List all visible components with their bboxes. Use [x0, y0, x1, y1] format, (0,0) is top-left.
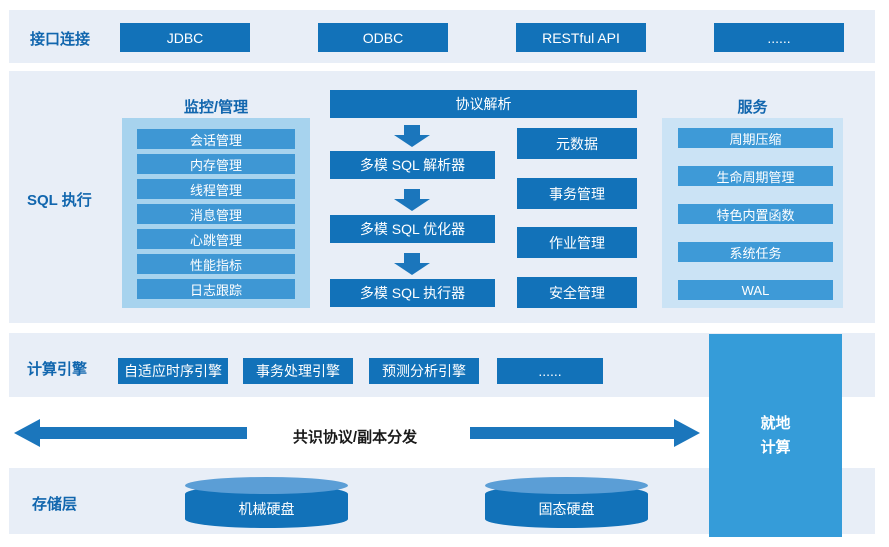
- inplace-computing-box: 就地 计算: [709, 334, 842, 537]
- protocol-parse-header: 协议解析: [330, 90, 637, 118]
- monitoring-item-performance: 性能指标: [137, 254, 295, 274]
- engine-more-box: ......: [497, 358, 603, 384]
- interconnect-box-more: ......: [714, 23, 844, 52]
- services-item-wal: WAL: [678, 280, 833, 300]
- sql-parser-box: 多模 SQL 解析器: [330, 151, 495, 179]
- monitoring-item-message: 消息管理: [137, 204, 295, 224]
- hdd-label: 机械硬盘: [238, 501, 295, 517]
- monitoring-panel: 会话管理 内存管理 线程管理 消息管理 心跳管理 性能指标 日志跟踪: [122, 118, 310, 308]
- engine-timeseries-box: 自适应时序引擎: [118, 358, 228, 384]
- monitoring-item-heartbeat: 心跳管理: [137, 229, 295, 249]
- job-box: 作业管理: [517, 227, 637, 258]
- ssd-cylinder-top: [485, 477, 648, 494]
- monitoring-heading: 监控/管理: [183, 99, 249, 116]
- interconnect-box-odbc: ODBC: [318, 23, 448, 52]
- down-arrow-icon: [394, 125, 430, 147]
- engine-predictive-box: 预测分析引擎: [369, 358, 479, 384]
- services-item-functions: 特色内置函数: [678, 204, 833, 224]
- hdd-cylinder-top: [185, 477, 348, 494]
- down-arrow-icon: [394, 253, 430, 275]
- engine-transaction-box: 事务处理引擎: [243, 358, 353, 384]
- inplace-computing-label-line2: 计算: [760, 438, 791, 456]
- hdd-cylinder: 机械硬盘: [185, 477, 348, 528]
- monitoring-item-memory: 内存管理: [137, 154, 295, 174]
- down-arrow-icon: [394, 189, 430, 211]
- ssd-cylinder: 固态硬盘: [485, 477, 648, 528]
- metadata-box: 元数据: [517, 128, 637, 159]
- security-box: 安全管理: [517, 277, 637, 308]
- sql-optimizer-box: 多模 SQL 优化器: [330, 215, 495, 243]
- services-panel: 周期压缩 生命周期管理 特色内置函数 系统任务 WAL: [662, 118, 843, 308]
- left-arrow-icon: [14, 419, 247, 447]
- compute-section-label: 计算引擎: [27, 361, 88, 378]
- sql-executor-box: 多模 SQL 执行器: [330, 279, 495, 307]
- inplace-computing-label-line1: 就地: [760, 414, 791, 432]
- transaction-box: 事务管理: [517, 178, 637, 209]
- consensus-label: 共识协议/副本分发: [292, 429, 418, 446]
- monitoring-item-session: 会话管理: [137, 129, 295, 149]
- sql-section-label: SQL 执行: [27, 192, 92, 209]
- monitoring-item-logtrace: 日志跟踪: [137, 279, 295, 299]
- services-item-systasks: 系统任务: [678, 242, 833, 262]
- services-item-compaction: 周期压缩: [678, 128, 833, 148]
- services-item-lifecycle: 生命周期管理: [678, 166, 833, 186]
- interconnect-box-restful-api: RESTful API: [516, 23, 646, 52]
- ssd-label: 固态硬盘: [538, 501, 595, 517]
- services-heading: 服务: [737, 99, 768, 116]
- interconnect-section-label: 接口连接: [30, 31, 91, 48]
- monitoring-item-thread: 线程管理: [137, 179, 295, 199]
- right-arrow-icon: [470, 419, 700, 447]
- interconnect-box-jdbc: JDBC: [120, 23, 250, 52]
- storage-section-label: 存储层: [32, 496, 78, 513]
